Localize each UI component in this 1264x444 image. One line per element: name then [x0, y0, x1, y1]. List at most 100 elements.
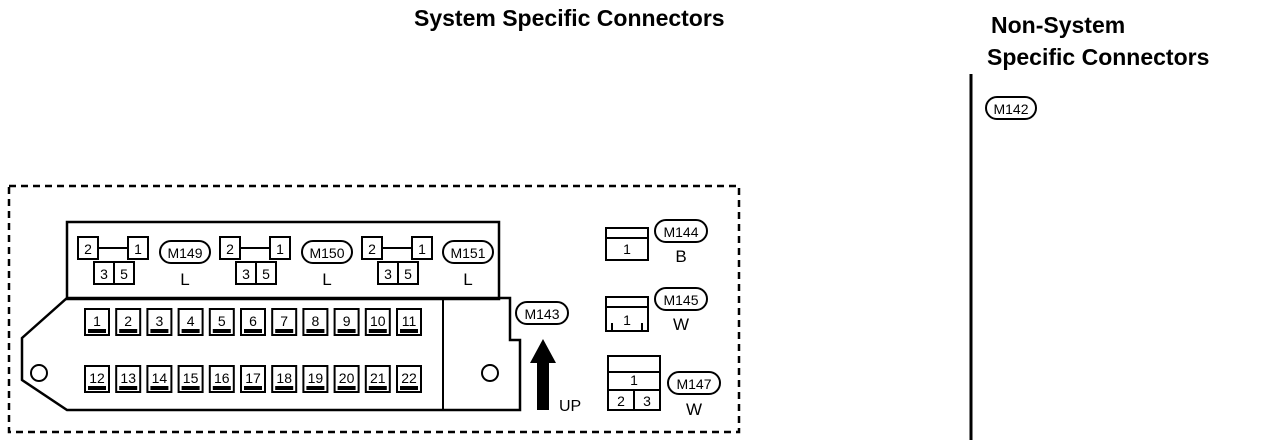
joint-pin-label: 18	[276, 370, 292, 386]
joint-pin-label: 13	[120, 370, 136, 386]
system-specific-heading: System Specific Connectors	[414, 5, 725, 31]
connector-m142: M142	[985, 96, 1037, 120]
connector-m147: 1 2 3 M147 W	[607, 355, 721, 419]
connector-m151: 2 1 3 5 M151 L	[361, 236, 494, 289]
joint-pin-base	[275, 386, 294, 390]
joint-pin-base	[275, 329, 294, 333]
joint-pin: 19	[302, 365, 329, 393]
m149-pin-3: 3	[100, 266, 108, 282]
m151-label: M151	[450, 245, 485, 261]
m151-pin-2: 2	[368, 241, 376, 257]
joint-pin: 9	[333, 308, 360, 336]
joint-pin: 3	[146, 308, 173, 336]
joint-pin-base	[212, 386, 231, 390]
joint-pin-base	[400, 329, 418, 333]
joint-pin: 4	[177, 308, 204, 336]
connector-m143: M143	[515, 301, 569, 325]
joint-pin-label: 14	[152, 370, 168, 386]
connector-block-top-strip	[65, 220, 501, 301]
joint-pin-label: 22	[401, 370, 417, 386]
m149-pin-1: 1	[134, 241, 142, 257]
joint-pin: 15	[177, 365, 204, 393]
joint-pin-label: 20	[339, 370, 355, 386]
system-connectors-frame	[7, 184, 741, 434]
m147-pin-2: 2	[617, 393, 625, 409]
m150-label: M150	[309, 245, 344, 261]
m151-pin-5: 5	[404, 266, 412, 282]
m149-label: M149	[167, 245, 202, 261]
non-system-heading-line2: Specific Connectors	[987, 44, 1210, 70]
joint-pin: 22	[396, 365, 422, 393]
m144-color: B	[675, 247, 686, 266]
joint-pin-label: 6	[249, 313, 257, 329]
m150-pin-1: 1	[276, 241, 284, 257]
joint-pin-base	[368, 329, 387, 333]
up-label: UP	[559, 398, 581, 415]
joint-pin-label: 2	[124, 313, 132, 329]
joint-pin: 10	[364, 308, 391, 336]
joint-pin-label: 16	[214, 370, 230, 386]
m149-pin-2: 2	[84, 241, 92, 257]
joint-pin-label: 17	[245, 370, 261, 386]
m142-label: M142	[993, 101, 1028, 117]
m151-pin-3: 3	[384, 266, 392, 282]
m144-label: M144	[663, 224, 698, 240]
m145-color: W	[673, 315, 689, 334]
joint-pin: 12	[84, 365, 110, 393]
joint-pin-label: 19	[308, 370, 324, 386]
joint-pin-label: 21	[370, 370, 386, 386]
joint-pin-base	[181, 329, 200, 333]
m150-pin-2: 2	[226, 241, 234, 257]
joint-pin-label: 15	[183, 370, 199, 386]
mounting-hole-left	[30, 364, 48, 382]
joint-pin-base	[306, 386, 325, 390]
up-arrow-icon	[530, 339, 556, 410]
joint-pin: 11	[396, 308, 422, 336]
joint-pin-base	[119, 329, 138, 333]
joint-pin: 7	[271, 308, 298, 336]
joint-pin: 2	[115, 308, 142, 336]
m150-color: L	[322, 270, 331, 289]
joint-pin-label: 1	[93, 313, 101, 329]
joint-pin-base	[244, 329, 262, 333]
connector-m144: 1 M144 B	[605, 219, 708, 266]
joint-pin: 21	[364, 365, 391, 393]
joint-pin: 5	[208, 308, 235, 336]
joint-pin: 20	[333, 365, 360, 393]
connector-m145: 1 M145 W	[605, 287, 708, 334]
joint-pin-base	[337, 329, 356, 333]
joint-pin-label: 3	[156, 313, 164, 329]
m147-color: W	[686, 400, 702, 419]
joint-pin-base	[212, 329, 231, 333]
joint-pin-base	[181, 386, 200, 390]
m151-color: L	[463, 270, 472, 289]
joint-pin: 8	[302, 308, 329, 336]
joint-pin-label: 4	[187, 313, 195, 329]
joint-pin-label: 12	[89, 370, 105, 386]
m143-label: M143	[524, 306, 559, 322]
m145-pin-1: 1	[623, 312, 631, 328]
connector-m150: 2 1 3 5 M150 L	[219, 236, 353, 289]
joint-pin-label: 11	[402, 313, 417, 329]
joint-pin: 18	[271, 365, 298, 393]
joint-pin: 17	[240, 365, 266, 393]
m147-pin-1: 1	[630, 372, 638, 388]
joint-pin: 6	[240, 308, 266, 336]
m144-pin-1: 1	[623, 241, 631, 257]
joint-pin-base	[337, 386, 356, 390]
joint-pin-base	[150, 386, 169, 390]
m150-pin-5: 5	[262, 266, 270, 282]
joint-pin-base	[88, 329, 106, 333]
m147-pin-3: 3	[643, 393, 651, 409]
joint-pin-label: 7	[280, 313, 288, 329]
joint-pin-base	[88, 386, 106, 390]
joint-pin-base	[244, 386, 262, 390]
joint-pin-base	[400, 386, 418, 390]
joint-pin-label: 9	[343, 313, 351, 329]
m149-color: L	[180, 270, 189, 289]
mounting-hole-right	[481, 364, 499, 382]
joint-pin-base	[119, 386, 138, 390]
m150-pin-3: 3	[242, 266, 250, 282]
joint-pin-base	[368, 386, 387, 390]
